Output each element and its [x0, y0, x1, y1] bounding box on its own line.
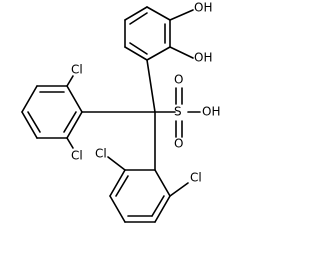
bond [124, 6, 148, 21]
bond [109, 195, 126, 223]
bond [115, 175, 129, 197]
bond [66, 111, 83, 139]
bond [169, 182, 189, 197]
bond [146, 46, 171, 61]
bond [66, 75, 74, 87]
chlorine-left-bottom-label: Cl [71, 149, 83, 163]
bond [169, 9, 194, 21]
hydroxyl-mid-label: OH [194, 51, 212, 65]
chlorine-bottom-right-label: Cl [190, 171, 202, 185]
sulfonic-hydroxyl-label: OH [202, 105, 220, 119]
bonds [21, 6, 201, 223]
bond [146, 59, 156, 113]
sulfonyl-oxygen-bottom-label: O [174, 137, 183, 151]
sulfonyl-oxygen-top-label: O [174, 73, 183, 87]
bond [107, 156, 126, 171]
bond [27, 111, 41, 133]
bond [151, 195, 165, 217]
bond [109, 169, 126, 197]
atom-labels: OH OH Cl Cl S O O OH Cl Cl [71, 1, 220, 185]
bond [169, 46, 194, 59]
bond [63, 111, 77, 133]
bond [154, 195, 171, 223]
chlorine-upper-left-label: Cl [71, 63, 83, 77]
bond [66, 85, 83, 113]
bond [129, 12, 148, 25]
sulfur-label: S [174, 105, 182, 119]
chemical-structure: OH OH Cl Cl S O O OH Cl Cl [21, 1, 220, 223]
bond [21, 111, 38, 139]
bond [129, 42, 148, 55]
bond [154, 169, 171, 197]
bond [21, 85, 38, 113]
bond [124, 46, 148, 61]
chlorine-bottom-left-label: Cl [95, 147, 107, 161]
hydroxyl-top-label: OH [194, 1, 212, 15]
bond [66, 137, 74, 149]
bond [146, 6, 171, 21]
